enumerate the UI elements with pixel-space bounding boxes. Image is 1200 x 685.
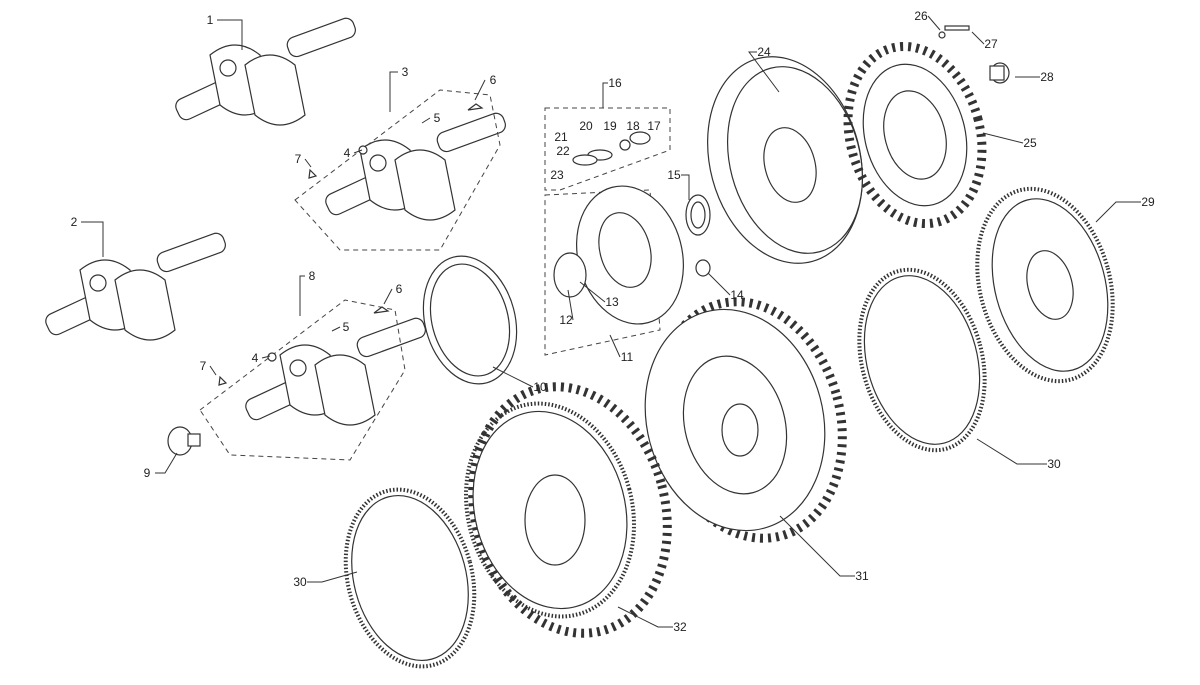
callout-29: 29 (1141, 195, 1155, 209)
callout-26: 26 (914, 9, 928, 23)
callout-19: 19 (603, 119, 617, 133)
callout-12: 12 (559, 313, 573, 327)
callout-13: 13 (605, 295, 619, 309)
callout-22: 22 (556, 144, 570, 158)
callout-32: 32 (673, 620, 687, 634)
callout-7b: 7 (200, 359, 207, 373)
callout-4b: 4 (252, 351, 259, 365)
callout-23: 23 (550, 168, 564, 182)
callout-24: 24 (757, 45, 771, 59)
callout-8: 8 (309, 269, 316, 283)
crankshaft-2 (42, 230, 229, 341)
callout-labels: 1 2 3 4 4 5 5 6 6 7 7 8 9 10 11 12 13 14… (71, 9, 1155, 634)
callout-18: 18 (626, 119, 640, 133)
callout-17: 17 (647, 119, 661, 133)
callout-31: 31 (855, 569, 869, 583)
callout-9: 9 (144, 466, 151, 480)
callout-21: 21 (554, 130, 568, 144)
kit-8-outline (199, 299, 406, 461)
callout-27: 27 (984, 37, 998, 51)
callout-5b: 5 (343, 320, 350, 334)
callout-7: 7 (295, 152, 302, 166)
crankshaft-1 (172, 15, 359, 126)
callout-6: 6 (490, 73, 497, 87)
callout-16: 16 (608, 76, 622, 90)
callout-4: 4 (344, 146, 351, 160)
crankshaft-kit-3 (322, 110, 509, 221)
kit-3-outline (294, 89, 501, 251)
bolt-9 (167, 426, 201, 456)
leader-lines (81, 15, 1141, 628)
callout-1: 1 (207, 13, 214, 27)
callout-3: 3 (402, 65, 409, 79)
callout-20: 20 (579, 119, 593, 133)
callout-5: 5 (434, 111, 441, 125)
callout-30b: 30 (293, 575, 307, 589)
crankshaft-kit-8 (242, 315, 429, 426)
callout-2: 2 (71, 215, 78, 229)
callout-10: 10 (533, 380, 547, 394)
callout-30: 30 (1047, 457, 1061, 471)
callout-14: 14 (730, 288, 744, 302)
callout-25: 25 (1023, 136, 1037, 150)
callout-15: 15 (667, 168, 681, 182)
callout-28: 28 (1040, 70, 1054, 84)
callout-6b: 6 (396, 282, 403, 296)
callout-11: 11 (621, 350, 634, 364)
